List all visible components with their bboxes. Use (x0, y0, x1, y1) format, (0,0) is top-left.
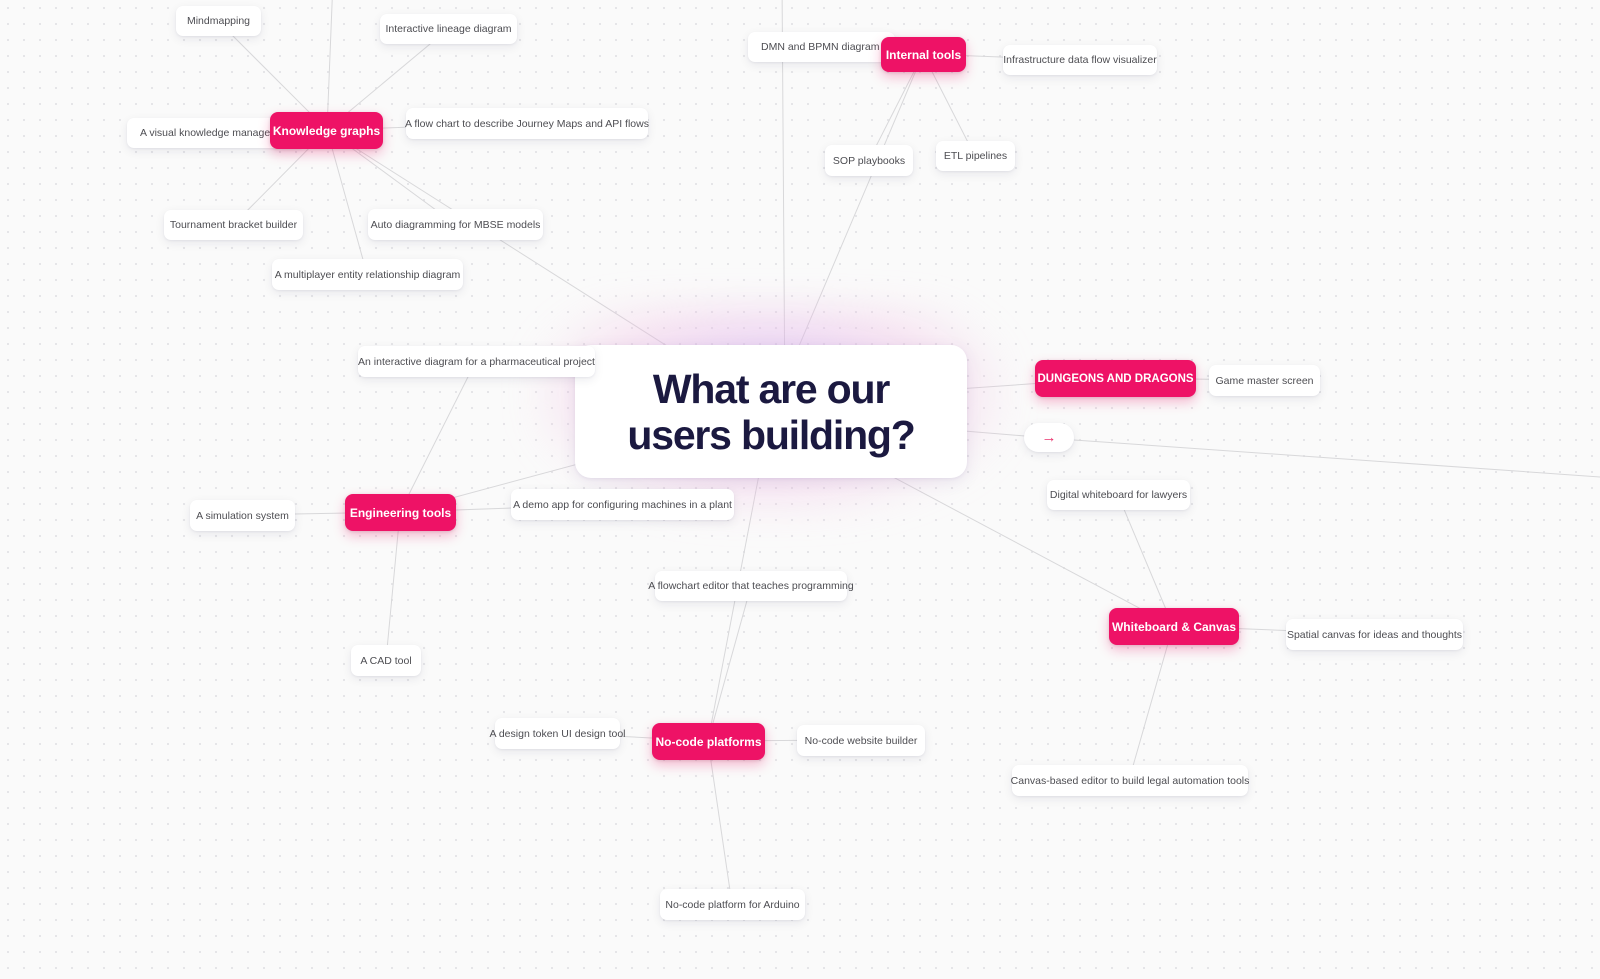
leaf-flowchart-editor-teaches-programming[interactable]: A flowchart editor that teaches programm… (648, 571, 854, 601)
leaf-auto-diagramming-mbse[interactable]: Auto diagramming for MBSE models (368, 209, 543, 240)
central-topic-title: What are our users building? (627, 365, 915, 458)
leaf-mindmapping[interactable]: Mindmapping (176, 6, 261, 36)
leaf-cad-tool[interactable]: A CAD tool (351, 645, 421, 676)
arrow-node[interactable]: → (1024, 423, 1074, 452)
leaf-game-master-screen[interactable]: Game master screen (1209, 365, 1320, 396)
leaf-multiplayer-er-diagram[interactable]: A multiplayer entity relationship diagra… (272, 259, 463, 290)
right-arrow-icon: → (1041, 429, 1057, 446)
leaf-design-token-ui-tool[interactable]: A design token UI design tool (490, 718, 626, 749)
leaf-etl-pipelines[interactable]: ETL pipelines (936, 141, 1015, 171)
leaf-canvas-based-legal-automation[interactable]: Canvas-based editor to build legal autom… (1011, 765, 1249, 796)
leaf-sop-playbooks[interactable]: SOP playbooks (825, 145, 913, 176)
leaf-tournament-bracket-builder[interactable]: Tournament bracket builder (164, 210, 303, 240)
leaf-no-code-website-builder[interactable]: No-code website builder (797, 725, 925, 756)
leaf-no-code-platform-arduino[interactable]: No-code platform for Arduino (660, 889, 805, 920)
leaf-demo-app-machines-plant[interactable]: A demo app for configuring machines in a… (511, 489, 734, 520)
category-no-code-platforms[interactable]: No-code platforms (652, 723, 765, 760)
leaf-pharmaceutical-project-diagram[interactable]: An interactive diagram for a pharmaceuti… (358, 346, 595, 377)
leaf-spatial-canvas-ideas[interactable]: Spatial canvas for ideas and thoughts (1286, 619, 1463, 650)
category-whiteboard-canvas[interactable]: Whiteboard & Canvas (1109, 608, 1239, 645)
central-topic-node[interactable]: What are our users building? (575, 345, 967, 478)
leaf-infrastructure-data-flow-visualizer[interactable]: Infrastructure data flow visualizer (1003, 45, 1157, 75)
leaf-simulation-system[interactable]: A simulation system (190, 500, 295, 531)
leaf-dmn-bpmn-editor[interactable]: DMN and BPMN diagram edit (748, 32, 895, 62)
category-knowledge-graphs[interactable]: Knowledge graphs (270, 112, 383, 149)
leaf-flow-chart-journey-maps[interactable]: A flow chart to describe Journey Maps an… (405, 108, 649, 139)
leaf-digital-whiteboard-lawyers[interactable]: Digital whiteboard for lawyers (1047, 480, 1190, 510)
leaf-interactive-lineage-diagram[interactable]: Interactive lineage diagram (380, 14, 517, 44)
category-engineering-tools[interactable]: Engineering tools (345, 494, 456, 531)
category-dungeons-and-dragons[interactable]: DUNGEONS AND DRAGONS (1035, 360, 1196, 397)
category-internal-tools[interactable]: Internal tools (881, 37, 966, 72)
